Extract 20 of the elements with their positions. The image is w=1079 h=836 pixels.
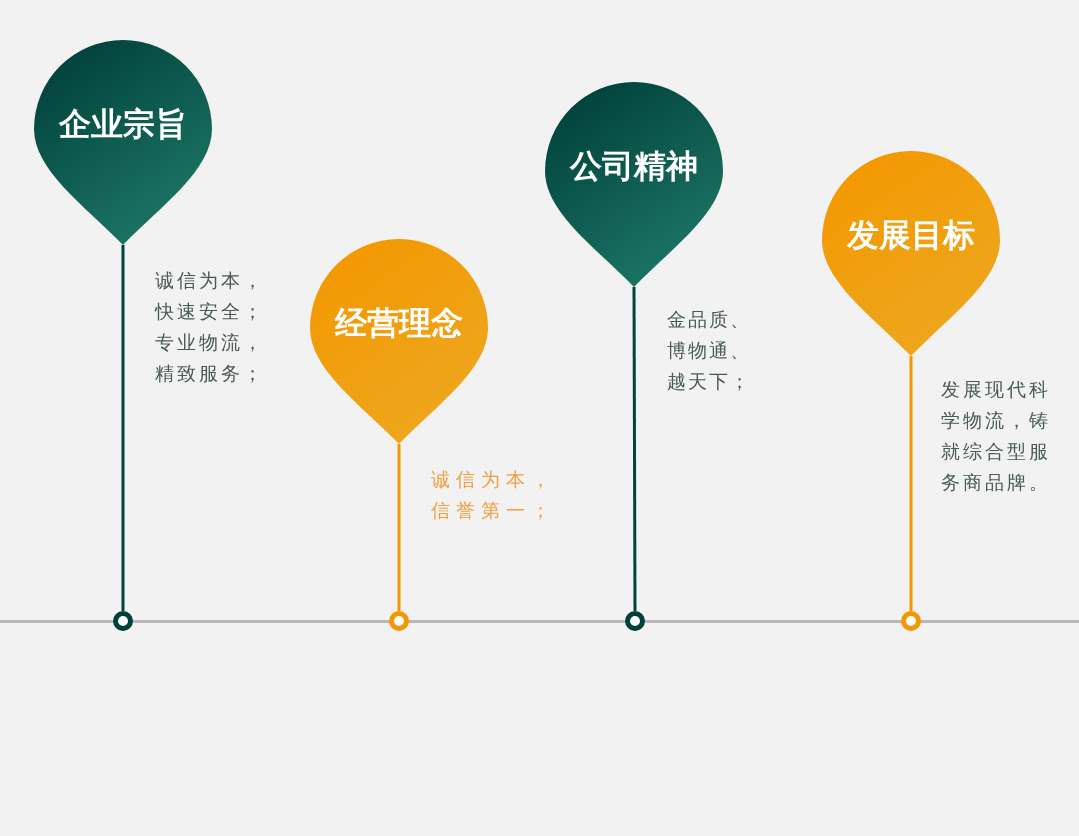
stem-line [121, 245, 125, 611]
timeline-dot [625, 611, 645, 631]
timeline-dot [389, 611, 409, 631]
description-text: 发展现代科学物流，铸就综合型服务商品牌。 [941, 377, 1052, 495]
stem-line [397, 444, 401, 611]
pin-marker [34, 40, 212, 245]
pin-marker [545, 82, 723, 287]
pin-title: 企业宗旨 [59, 104, 187, 144]
pin-marker [822, 151, 1000, 356]
pin-marker [310, 239, 488, 444]
pin-title: 发展目标 [847, 215, 975, 255]
pin-title: 经营理念 [335, 303, 463, 343]
description-text: 诚信为本，信誉第一； [431, 467, 556, 523]
timeline-dot [113, 611, 133, 631]
stem-line [632, 287, 637, 611]
timeline-dot [901, 611, 921, 631]
description-text: 诚信为本，快速安全；专业物流，精致服务； [155, 268, 266, 386]
pin-title: 公司精神 [570, 146, 698, 186]
description-text: 金品质、博物通、越天下； [667, 307, 752, 394]
stem-line [909, 356, 913, 611]
